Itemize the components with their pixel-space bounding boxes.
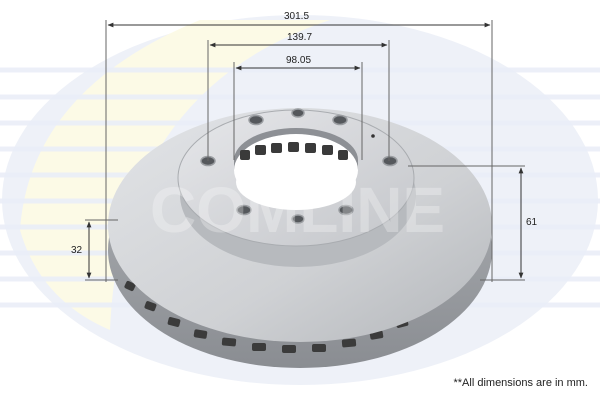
dimension-center-bore: 98.05 <box>286 55 312 66</box>
watermark-text: COMLINE <box>150 174 445 246</box>
dimension-outer-diameter: 301.5 <box>284 11 310 22</box>
dimension-lines <box>85 20 525 282</box>
dimension-bolt-circle: 139.7 <box>287 32 313 43</box>
units-footnote: **All dimensions are in mm. <box>453 377 589 389</box>
dimension-disc-thickness: 32 <box>71 245 83 256</box>
vent-slots <box>124 264 466 353</box>
inner-vanes <box>240 142 348 160</box>
brake-disc <box>108 108 492 368</box>
dimension-disc-height: 61 <box>526 217 538 228</box>
bolt-holes <box>200 108 398 224</box>
